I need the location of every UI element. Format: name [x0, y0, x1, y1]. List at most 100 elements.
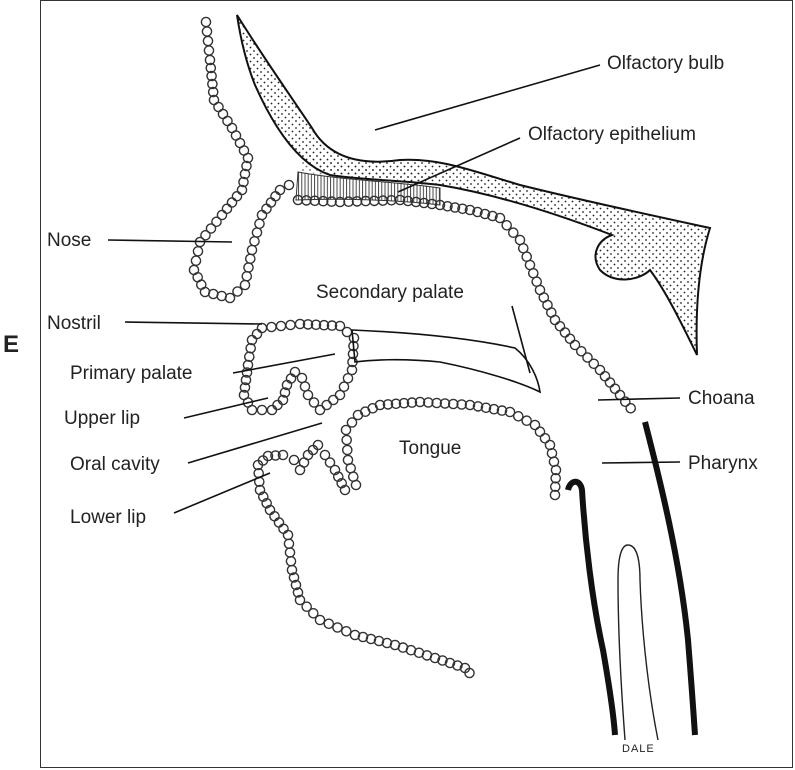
epithelial-cell	[226, 197, 238, 208]
epithelial-cell	[564, 333, 576, 345]
epithelial-cell	[350, 479, 362, 491]
epithelial-cell	[457, 203, 468, 215]
epithelial-cell	[273, 517, 285, 528]
epithelial-cell	[294, 318, 306, 330]
epithelial-cell	[529, 419, 541, 431]
epithelial-cell	[549, 489, 561, 501]
epithelial-cell	[549, 314, 561, 326]
epithelial-cell	[576, 345, 587, 357]
inner-airway-outline	[617, 544, 659, 741]
epithelial-cell	[286, 564, 298, 576]
epithelial-cell	[207, 86, 219, 98]
epithelial-cell	[288, 572, 300, 583]
epithelial-cell	[382, 399, 394, 410]
epithelial-cell	[292, 587, 304, 598]
epithelial-cell	[257, 491, 269, 503]
epithelial-cell	[501, 219, 513, 231]
epithelial-cell	[284, 547, 296, 558]
epithelial-cell	[449, 202, 461, 213]
epithelial-cell	[243, 262, 254, 273]
leader-nostril	[124, 321, 263, 325]
epithelial-cell	[534, 426, 546, 438]
epithelial-cell	[394, 194, 406, 206]
epithelial-cell	[480, 402, 492, 414]
epithelial-cell	[239, 382, 251, 393]
epithelial-cell	[285, 556, 297, 567]
epithelial-cell	[265, 197, 277, 208]
epithelial-cell	[434, 199, 446, 211]
epithelial-cell	[224, 292, 236, 304]
epithelial-cell	[254, 484, 266, 496]
epithelial-cell	[254, 218, 265, 230]
epithelial-cell	[261, 497, 273, 509]
epithelial-cell	[279, 387, 291, 398]
epithelial-cell	[204, 54, 216, 66]
epithelial-cell	[334, 320, 346, 332]
epithelial-cell	[206, 70, 217, 82]
epithelial-cell	[496, 405, 508, 416]
epithelial-cell	[390, 398, 402, 410]
epithelial-cell	[548, 456, 560, 468]
epithelial-cell	[314, 614, 326, 626]
epithelial-cell	[270, 190, 281, 202]
panel-letter: E	[3, 331, 20, 358]
epithelial-cell	[251, 328, 263, 340]
epithelial-cell	[426, 198, 438, 210]
epithelial-cell	[464, 204, 476, 216]
epithelial-cell	[332, 471, 344, 483]
epithelial-cell	[221, 203, 233, 215]
epithelial-cell	[550, 481, 561, 493]
epithelial-cell	[336, 477, 348, 489]
epithelial-cell	[269, 510, 280, 522]
leader-secondary-palate	[511, 305, 531, 374]
epithelial-cell	[296, 372, 308, 384]
epithelial-cell	[422, 397, 434, 408]
epithelial-cell	[348, 332, 360, 344]
epithelial-cell	[207, 288, 219, 300]
epithelial-cell	[588, 358, 600, 370]
epithelial-cell	[464, 399, 476, 411]
epithelial-cell	[283, 179, 295, 191]
epithelial-cell	[241, 270, 253, 282]
epithelial-cell	[270, 450, 281, 461]
epithelial-cell	[203, 45, 215, 56]
epithelial-cell	[192, 245, 204, 257]
label-lower-lip: Lower lip	[70, 507, 146, 528]
epithelial-cell	[487, 210, 498, 222]
epithelial-cell	[190, 255, 202, 267]
epithelial-cell	[402, 195, 414, 207]
epithelial-cell	[308, 397, 320, 408]
leader-olfactory-epithelium	[397, 137, 521, 193]
label-olfactory-epithelium: Olfactory epithelium	[528, 124, 696, 145]
label-tongue: Tongue	[399, 438, 461, 459]
epithelial-cell	[544, 439, 556, 451]
epithelial-cell	[504, 406, 516, 418]
epithelial-cell	[285, 319, 296, 331]
label-choana: Choana	[688, 388, 755, 409]
epithelial-cell	[307, 444, 319, 456]
leader-pharynx	[601, 461, 681, 464]
epithelial-cell	[256, 209, 268, 221]
label-secondary-palate: Secondary palate	[316, 282, 464, 303]
epithelial-cell	[442, 200, 453, 212]
epithelial-cell	[200, 229, 211, 241]
epithelial-cell	[521, 415, 533, 427]
epithelial-cell	[365, 633, 377, 645]
epithelial-cell	[205, 223, 217, 234]
epithelial-cell	[559, 327, 571, 338]
epithelial-cell	[244, 253, 256, 265]
epithelial-cell	[292, 194, 304, 206]
epithelial-cell	[274, 184, 286, 196]
label-upper-lip: Upper lip	[64, 408, 140, 429]
epithelial-cell	[349, 629, 361, 641]
epithelial-cell	[278, 523, 289, 535]
epithelial-cell	[582, 352, 593, 363]
epithelial-cell	[334, 389, 346, 401]
epithelial-cell	[554, 320, 566, 332]
leader-nose	[107, 239, 233, 243]
epithelial-cell	[410, 196, 422, 208]
leader-olfactory-bulb	[374, 64, 601, 131]
epithelial-cell	[307, 608, 319, 619]
epithelial-cell	[340, 424, 352, 436]
